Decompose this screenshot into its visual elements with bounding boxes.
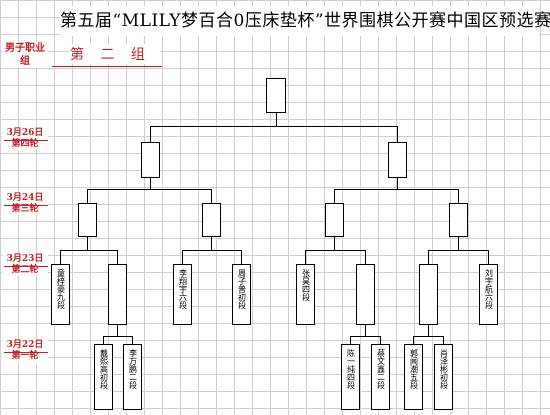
bracket-line: [132, 336, 133, 344]
bracket-line: [305, 250, 366, 251]
bracket-line: [211, 236, 212, 250]
bracket-line: [350, 336, 381, 337]
bracket-line: [60, 250, 61, 264]
group-underline: [52, 66, 162, 67]
champion-box: [266, 78, 286, 113]
bracket-line: [350, 336, 351, 344]
bracket-line: [211, 189, 212, 203]
round-4-date: 3月26日: [6, 128, 44, 138]
round2-box-empty-3: [419, 264, 438, 325]
round-1-divider: [4, 352, 48, 353]
bracket-line: [428, 250, 429, 264]
bracket-line: [182, 250, 242, 251]
bracket-line: [365, 324, 366, 336]
round-3-date: 3月24日: [6, 193, 44, 203]
bracket-line: [150, 126, 151, 142]
round-2-divider: [4, 266, 48, 267]
bracket-line: [87, 189, 88, 203]
player-box: 陈一纯四段: [341, 344, 360, 410]
round-2-name: 第二轮: [11, 265, 39, 275]
section-label: 男子职业组: [2, 42, 48, 68]
bracket-line: [334, 189, 459, 190]
player-box: 肖泽彬初段: [434, 344, 453, 410]
bracket-line: [458, 189, 459, 203]
bracket-line: [365, 250, 366, 264]
bracket-line: [103, 336, 133, 337]
group-title: 第 二 组: [70, 44, 160, 64]
round2-box-empty-1: [108, 264, 127, 325]
round3-box-1: [78, 203, 97, 237]
bracket-line: [397, 177, 398, 189]
bracket-line: [117, 324, 118, 336]
player-box: 童梓豪九段: [51, 264, 70, 325]
player-box: 蔡文鑫二段: [371, 344, 390, 410]
round3-box-2: [202, 203, 221, 237]
round4-box-left: [141, 142, 160, 178]
player-box: 李万鹏二段: [123, 344, 142, 410]
player-box: 戴熙高初段: [94, 344, 113, 410]
bracket-line: [380, 336, 381, 344]
bracket-line: [241, 250, 242, 264]
bracket-line: [182, 250, 183, 264]
bracket-line: [397, 126, 398, 142]
bracket-line: [488, 250, 489, 264]
round-1-date: 3月22日: [6, 340, 44, 350]
page-title: 第五届“MLILY梦百合0压床垫杯”世界围棋公开赛中国区预选赛: [60, 6, 550, 36]
bracket-line: [443, 336, 444, 344]
round-2-label: 3月23日 第二轮: [2, 254, 48, 276]
round-4-name: 第四轮: [11, 139, 39, 149]
round-4-divider: [4, 140, 48, 141]
bracket-line: [276, 112, 277, 126]
round-1-name: 第一轮: [11, 351, 39, 361]
bracket-line: [87, 236, 88, 250]
round-1-label: 3月22日 第一轮: [2, 340, 48, 362]
player-box: 郭闻潮五段: [404, 344, 423, 410]
round2-box-empty-2: [356, 264, 375, 325]
bracket-line: [413, 336, 414, 344]
player-box: 刘宇航六段: [479, 264, 498, 325]
round4-box-right: [388, 142, 407, 178]
round-2-date: 3月23日: [6, 254, 44, 264]
bracket-line: [334, 189, 335, 203]
round3-box-3: [325, 203, 344, 237]
bracket-line: [87, 189, 212, 190]
bracket-line: [305, 250, 306, 264]
bracket-line: [117, 250, 118, 264]
bracket-line: [334, 236, 335, 250]
bracket-line: [428, 324, 429, 336]
bracket-line: [60, 250, 118, 251]
player-box: 李翔宇六段: [173, 264, 192, 325]
round-3-divider: [4, 205, 48, 206]
round3-box-4: [449, 203, 468, 237]
player-box: 张昊四段: [296, 264, 315, 325]
round-3-label: 3月24日 第三轮: [2, 193, 48, 215]
bracket-line: [150, 177, 151, 189]
round-4-label: 3月26日 第四轮: [2, 128, 48, 150]
bracket-line: [103, 336, 104, 344]
bracket-line: [428, 250, 489, 251]
round-3-name: 第三轮: [11, 204, 39, 214]
bracket-line: [413, 336, 444, 337]
player-box: 周子普初段: [232, 264, 251, 325]
bracket-line: [458, 236, 459, 250]
bracket-line: [150, 126, 398, 127]
